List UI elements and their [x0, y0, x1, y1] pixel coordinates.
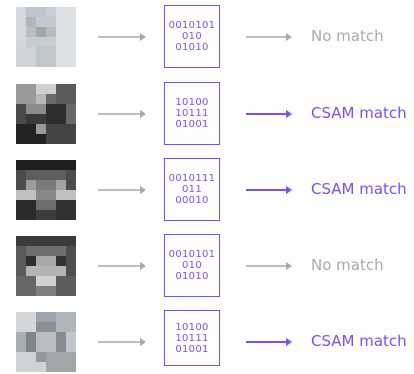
arrow-right-icon: [98, 338, 146, 346]
hash-box: 0010101 010 01010: [164, 5, 220, 68]
hash-line: 00010: [175, 195, 209, 206]
hash-box: 0010111 011 00010: [164, 158, 220, 221]
hash-line: 01001: [175, 119, 209, 130]
arrow-right-icon: [246, 110, 292, 118]
hash-line: 0010101: [168, 20, 216, 31]
pipeline-row: 0010101 010 01010 No match: [0, 234, 414, 298]
pixelated-image: [16, 84, 76, 144]
pixelated-image: [16, 312, 76, 372]
pipeline-row: 0010111 011 00010 CSAM match: [0, 158, 414, 222]
pixelated-image: [16, 236, 76, 296]
pixelated-image: [16, 7, 76, 67]
arrow-right-icon: [246, 262, 292, 270]
pixelated-image: [16, 160, 76, 220]
hash-line: 010: [182, 31, 202, 42]
arrow-right-icon: [246, 338, 292, 346]
hash-line: 01001: [175, 343, 209, 355]
hash-line: 10111: [175, 332, 209, 344]
arrow-right-icon: [98, 262, 146, 270]
match-result-label: CSAM match: [311, 180, 407, 198]
pipeline-row: 10100 10111 01001 CSAM match: [0, 82, 414, 146]
match-result-label: No match: [311, 27, 384, 45]
hash-line: 011: [182, 184, 202, 195]
hash-line: 01010: [175, 271, 209, 282]
hash-line: 0010111: [168, 173, 216, 184]
hash-box: 10100 10111 01001: [164, 310, 220, 366]
pipeline-row: 10100 10111 01001 CSAM match: [0, 310, 414, 374]
match-result-label: CSAM match: [311, 332, 407, 350]
match-result-label: CSAM match: [311, 104, 407, 122]
hash-box: 10100 10111 01001: [164, 82, 220, 145]
arrow-right-icon: [246, 186, 292, 194]
hash-line: 01010: [175, 42, 209, 53]
hash-line: 10100: [175, 321, 209, 333]
hash-line: 010: [182, 260, 202, 271]
pipeline-row: 0010101 010 01010 No match: [0, 5, 414, 69]
hash-line: 0010101: [168, 249, 216, 260]
hash-line: 10111: [175, 108, 209, 119]
arrow-right-icon: [246, 33, 292, 41]
match-result-label: No match: [311, 256, 384, 274]
hash-line: 10100: [175, 97, 209, 108]
arrow-right-icon: [98, 33, 146, 41]
hash-box: 0010101 010 01010: [164, 234, 220, 297]
arrow-right-icon: [98, 110, 146, 118]
arrow-right-icon: [98, 186, 146, 194]
